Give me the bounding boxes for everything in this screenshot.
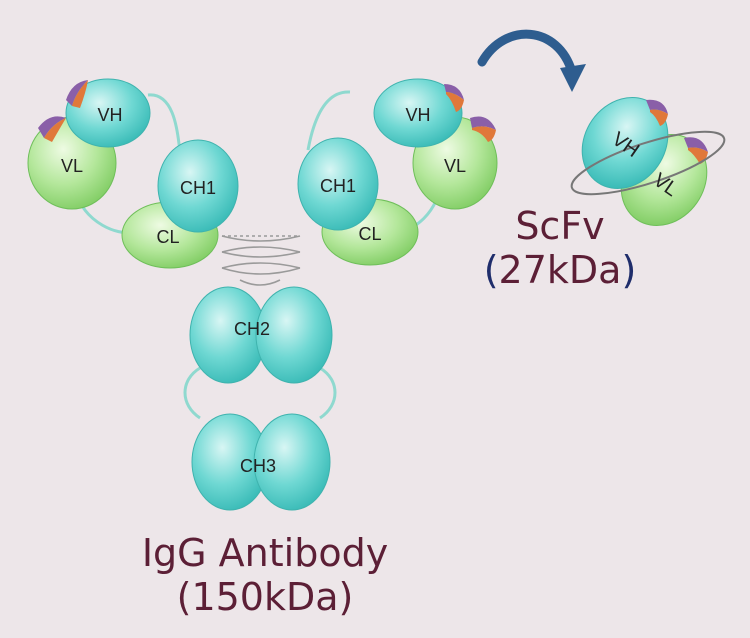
scfv-mass: 27kDa [498,247,622,292]
igg-left-arm: VL VH CL CH1 [27,78,239,269]
scfv-cdr-tip-vl [684,137,708,152]
cdr-tip-vh-left [66,80,88,106]
igg-mass: 150kDa [191,574,339,619]
vl-left-label: VL [61,156,83,176]
ch1-domain-left [157,139,239,233]
curved-arrow-icon [477,29,586,92]
cdr-tip-vl-left [38,116,66,138]
scfv-fragment: VH VL [570,96,726,227]
cl-right-label: CL [358,224,381,244]
igg-fc-region: CH2 CH3 [189,286,333,511]
vh-domain-left [65,78,151,148]
ch3-domain-right [253,413,331,511]
scfv-caption: ScFv (27kDa) [460,204,660,293]
ch1-right-label: CH1 [320,176,356,196]
igg-paren-open: ( [176,574,192,619]
ch3-label: CH3 [240,456,276,476]
vl-right-label: VL [444,156,466,176]
scfv-paren-open: ( [483,247,499,292]
vh-right-label: VH [405,105,430,125]
cl-left-label: CL [156,227,179,247]
hinge-region [221,235,301,286]
scfv-cdr-tip-vh [646,99,668,114]
igg-mass-line: (150kDa) [95,574,435,620]
ch2-domain-right [255,286,333,384]
igg-paren-close: ) [338,574,354,619]
scfv-linker-ring [570,130,726,196]
vh-left-label: VH [97,105,122,125]
cdr-tip-vh-right [444,84,464,100]
scfv-mass-line: (27kDa) [460,247,660,293]
scfv-paren-close: ) [621,247,637,292]
vh-domain-right [373,78,463,148]
ch1-domain-right [297,137,379,231]
ch1-left-label: CH1 [180,178,216,198]
cdr-tip-vl-right [470,116,496,130]
igg-caption: IgG Antibody (150kDa) [95,531,435,620]
scfv-name: ScFv [515,204,605,248]
ch2-label: CH2 [234,319,270,339]
igg-name: IgG Antibody [141,531,389,575]
igg-right-arm: VL VH CL CH1 [297,78,498,266]
